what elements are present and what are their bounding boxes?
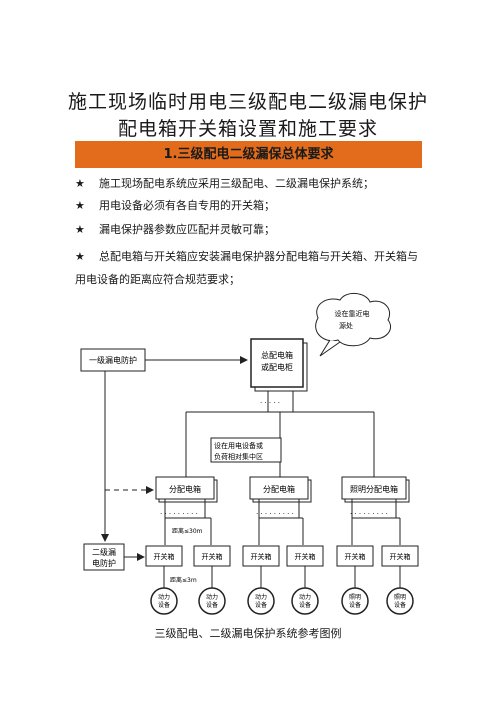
section-heading: 1.三级配电二级漏保总体要求 xyxy=(75,141,422,168)
switch-box-6: 开关箱 xyxy=(381,545,419,567)
power-equipment-3: 动力 设备 xyxy=(247,587,275,615)
diagram-caption: 三级配电、二级漏电保护系统参考图例 xyxy=(154,627,342,640)
page-title-line-2: 配电箱开关箱设置和施工要求 xyxy=(117,118,378,140)
lighting-distribution-box: 照明分配电箱 xyxy=(341,476,410,503)
svg-text:设备: 设备 xyxy=(158,601,170,609)
callout-text-2: 源处 xyxy=(339,321,353,330)
star-icon: ★ xyxy=(75,177,85,190)
svg-text:照明: 照明 xyxy=(394,594,406,601)
svg-text:分配电箱: 分配电箱 xyxy=(169,484,201,494)
power-equipment-4: 动力 设备 xyxy=(291,587,319,615)
sub-distribution-box-1: 分配电箱 xyxy=(155,476,218,503)
dots-main: · · · · · xyxy=(260,399,280,407)
svg-text:设在用电设备或: 设在用电设备或 xyxy=(214,441,263,450)
main-distribution-box: 总配电箱 或配电柜 xyxy=(250,338,308,392)
level-2-protection-box: 二级漏 电防护 xyxy=(83,543,125,571)
svg-text:设备: 设备 xyxy=(394,601,406,609)
svg-text:· · · · · · · · ·: · · · · · · · · · xyxy=(350,510,388,518)
star-icon: ★ xyxy=(75,199,85,212)
svg-text:照明分配电箱: 照明分配电箱 xyxy=(350,484,398,494)
main-tree-lines xyxy=(185,391,375,477)
svg-text:动力: 动力 xyxy=(255,593,267,601)
svg-text:电防护: 电防护 xyxy=(92,558,116,568)
svg-text:设备: 设备 xyxy=(349,601,361,609)
power-equipment-2: 动力 设备 xyxy=(198,587,226,615)
svg-text:开关箱: 开关箱 xyxy=(295,552,316,561)
page-title-line-1: 施工现场临时用电三级配电二级漏电保护 xyxy=(67,91,428,113)
svg-text:照明: 照明 xyxy=(349,594,361,601)
svg-text:设备: 设备 xyxy=(255,601,267,609)
bullet-item-4: ★总配电箱与开关箱应安装漏电保护器分配电箱与开关箱、开关箱与 xyxy=(75,245,425,269)
level-1-protection-box: 一级漏电防护 xyxy=(80,348,146,372)
svg-text:分配电箱: 分配电箱 xyxy=(263,484,295,494)
bullet-item-4-continued: 用电设备的距离应符合规范要求； xyxy=(75,273,240,286)
svg-text:动力: 动力 xyxy=(299,593,311,601)
lighting-equipment-2: 照明 设备 xyxy=(386,587,414,615)
svg-text:开关箱: 开关箱 xyxy=(154,552,175,561)
sub-tree-lines xyxy=(164,499,401,545)
distance-label-30m: 距离≤30m xyxy=(172,527,203,535)
location-note: 设在用电设备或 负荷相对集中区 xyxy=(210,437,282,463)
bullet-item-1: ★施工现场配电系统应采用三级配电、二级漏电保护系统； xyxy=(75,172,425,196)
bullet-item-3: ★漏电保护器参数应匹配并灵敏可靠； xyxy=(75,218,425,242)
callout-text-1: 设在靠近电 xyxy=(335,309,370,318)
svg-text:或配电柜: 或配电柜 xyxy=(261,362,293,372)
lighting-equipment-1: 照明 设备 xyxy=(341,587,369,615)
power-equipment-1: 动力 设备 xyxy=(150,587,178,615)
svg-text:二级漏: 二级漏 xyxy=(92,547,116,557)
sub-distribution-box-2: 分配电箱 xyxy=(249,476,312,503)
switch-box-5: 开关箱 xyxy=(336,545,374,567)
bullet-item-2: ★用电设备必须有各自专用的开关箱； xyxy=(75,194,425,218)
switch-box-4: 开关箱 xyxy=(286,545,324,567)
equipment-lines xyxy=(163,566,401,590)
svg-text:开关箱: 开关箱 xyxy=(251,552,272,561)
star-icon: ★ xyxy=(75,223,85,236)
svg-text:· · · · · · · · ·: · · · · · · · · · xyxy=(160,510,198,518)
svg-text:动力: 动力 xyxy=(158,593,170,601)
svg-text:动力: 动力 xyxy=(206,593,218,601)
svg-text:· · · · · · · · ·: · · · · · · · · · xyxy=(256,510,294,518)
switch-box-2: 开关箱 xyxy=(193,545,231,567)
callout-cloud: 设在靠近电 源处 xyxy=(315,293,392,357)
switch-box-1: 开关箱 xyxy=(145,545,183,567)
svg-text:设备: 设备 xyxy=(299,601,311,609)
svg-text:一级漏电防护: 一级漏电防护 xyxy=(89,355,137,365)
svg-text:设备: 设备 xyxy=(206,601,218,609)
switch-box-3: 开关箱 xyxy=(242,545,280,567)
star-icon: ★ xyxy=(75,250,85,263)
svg-text:开关箱: 开关箱 xyxy=(390,552,411,561)
svg-text:总配电箱: 总配电箱 xyxy=(261,350,293,360)
svg-text:开关箱: 开关箱 xyxy=(345,552,366,561)
distance-label-3m: 距离≤3m xyxy=(170,576,197,584)
svg-text:负荷相对集中区: 负荷相对集中区 xyxy=(214,452,263,461)
svg-text:开关箱: 开关箱 xyxy=(202,552,223,561)
